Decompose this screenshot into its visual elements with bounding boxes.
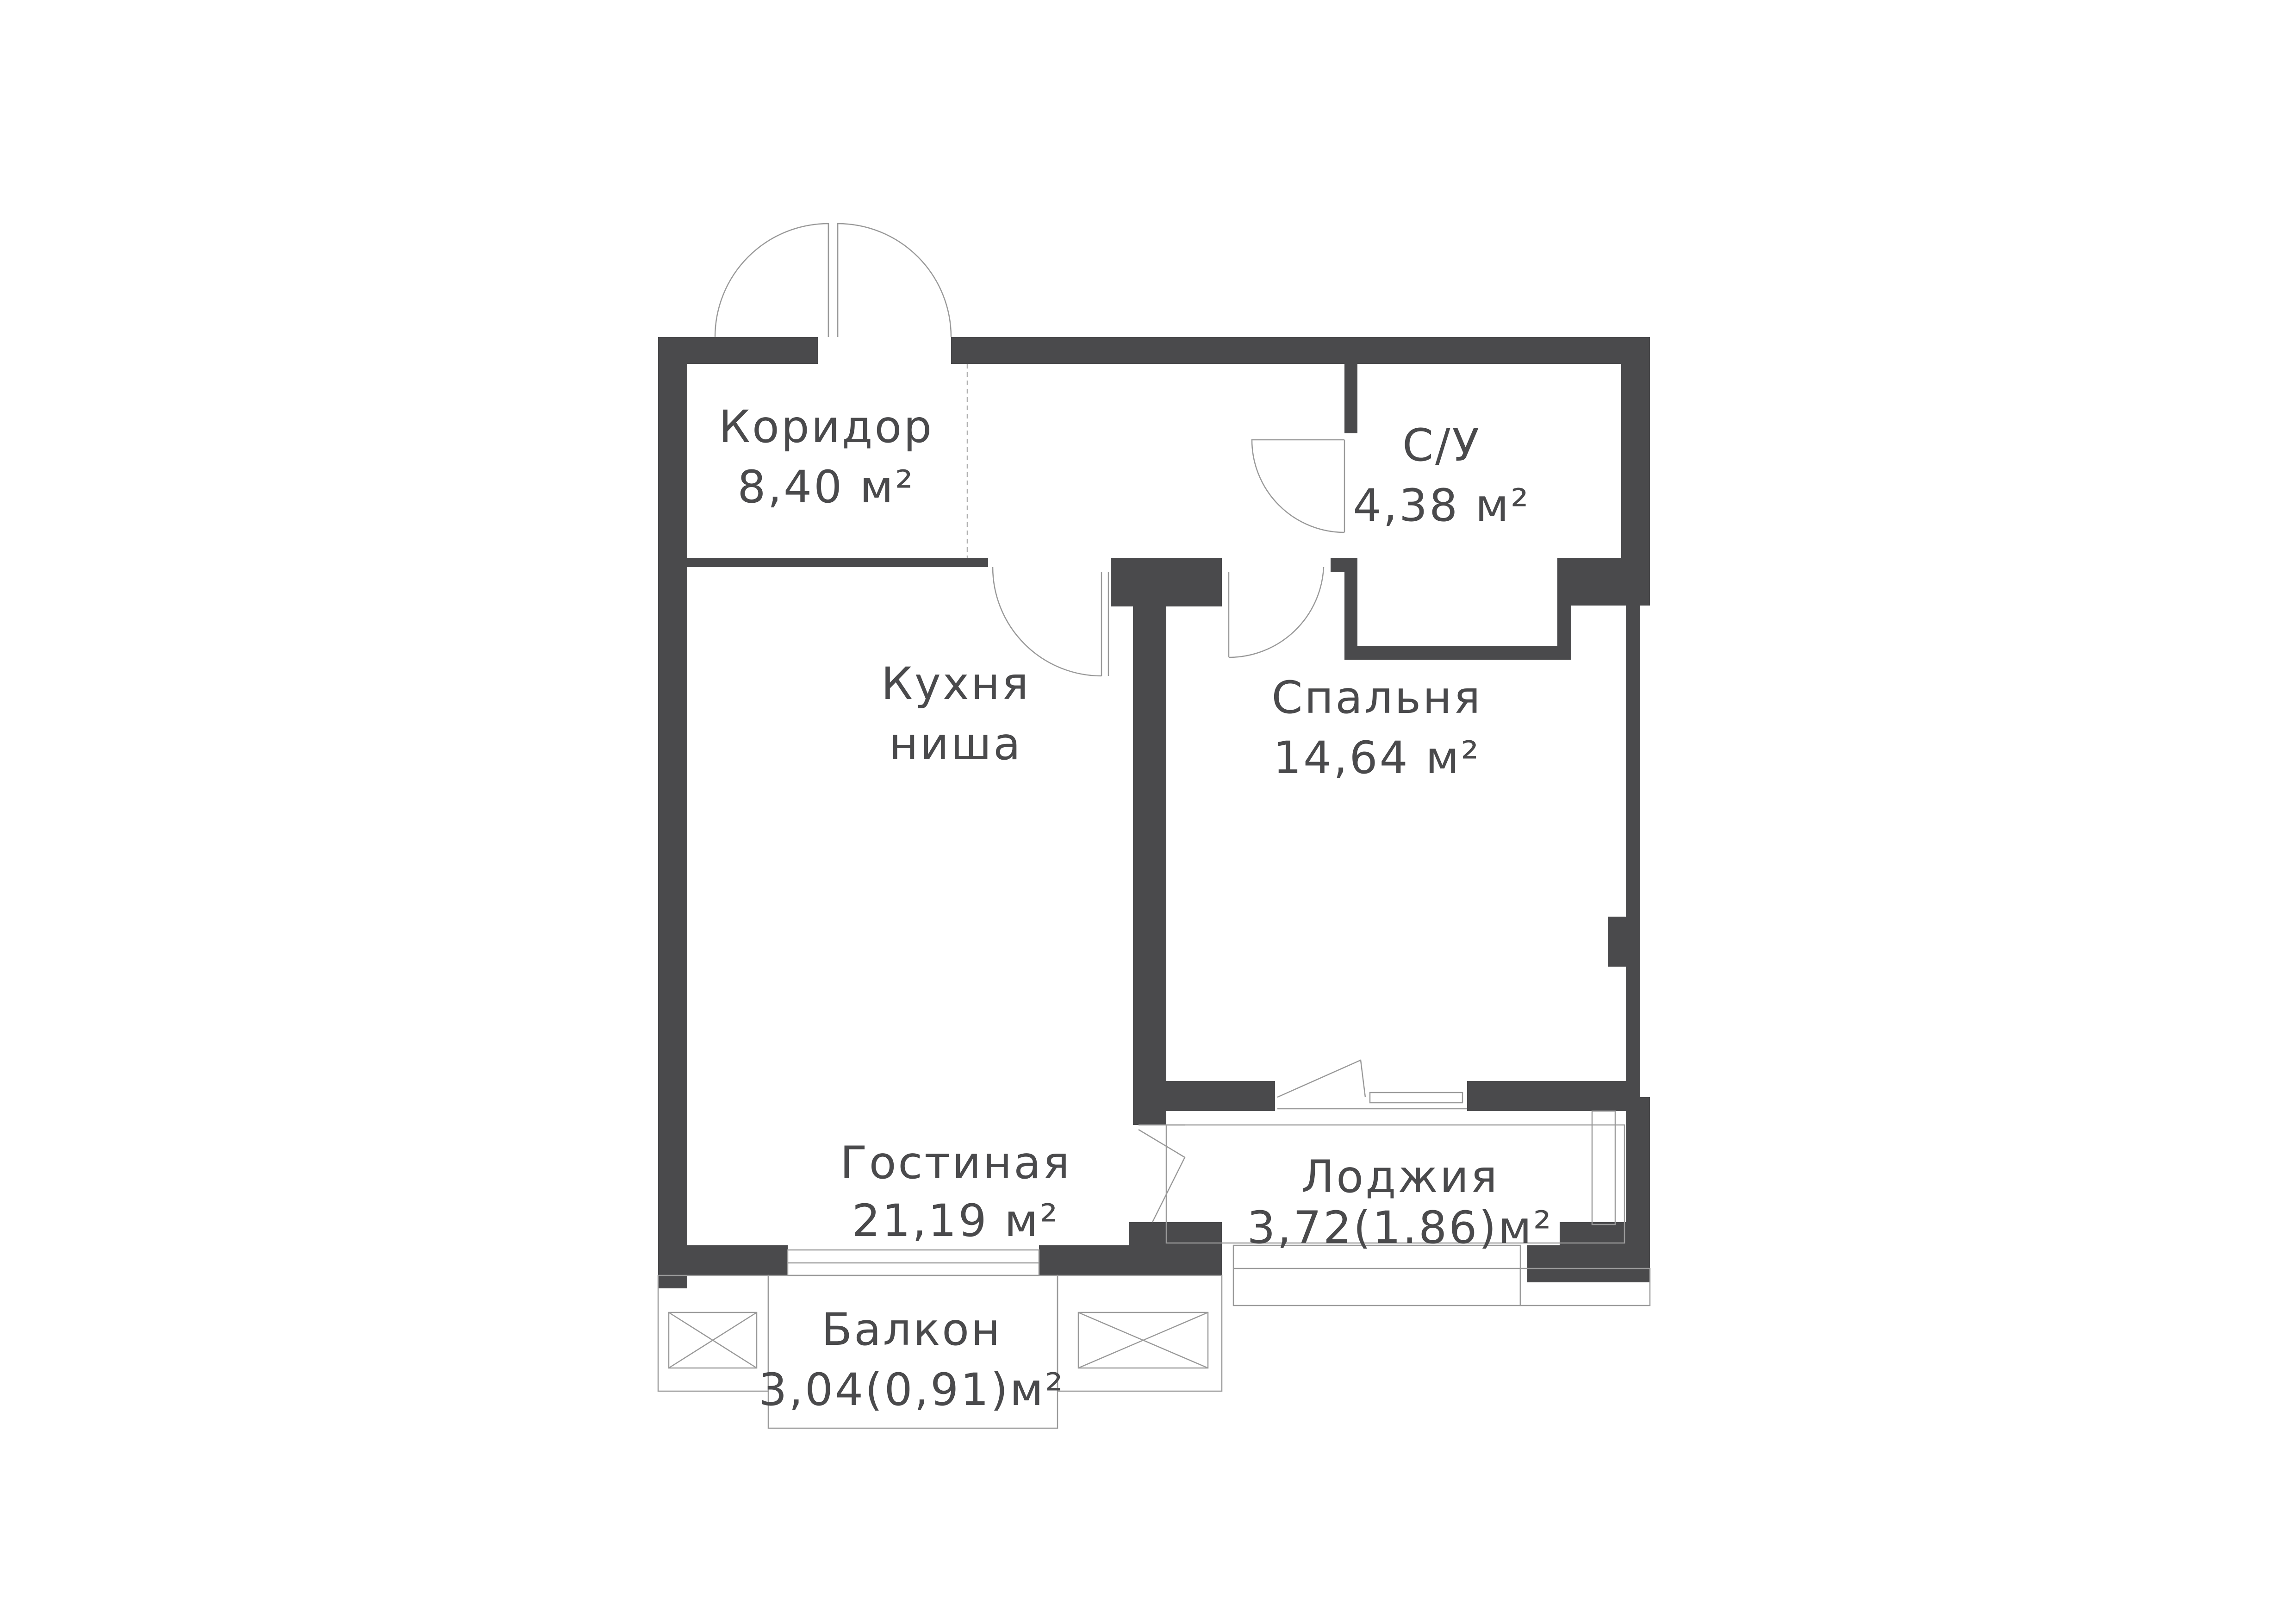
wall-bath-bottom [1344, 646, 1571, 660]
wall-outer-left [658, 337, 687, 1288]
balcony-right-box [1077, 1312, 1209, 1369]
living-name: Гостиная [840, 1137, 1071, 1189]
loggia-door [1277, 1059, 1366, 1098]
living-loggia-door [1138, 1129, 1186, 1223]
kitchen-door-swing [992, 567, 1102, 677]
balcony-right-box-x2 [1078, 1312, 1208, 1369]
loggia-name: Лоджия [1301, 1151, 1499, 1203]
room-labels: Коридор 8,40 м² С/У 4,38 м² Кухня ниша С… [719, 401, 1553, 1416]
balcony-name: Балкон [821, 1304, 1002, 1355]
kitchen-name: Кухня [881, 658, 1030, 710]
bedroom-name: Спальня [1271, 672, 1482, 724]
bedroom-area: 14,64 м² [1273, 732, 1481, 784]
bathroom-name: С/У [1402, 419, 1481, 471]
balcony-right-planter [1057, 1274, 1223, 1392]
wall-bath-left-lower [1344, 558, 1357, 657]
wall-outer-right-middle [1626, 602, 1640, 1102]
balcony-left-box-x2 [668, 1312, 757, 1369]
wall-bedroom-left [1133, 595, 1166, 1125]
bathroom-door-swing [1251, 439, 1345, 533]
loggia-outline [1165, 1124, 1625, 1244]
balcony-area: 3,04(0,91)м² [759, 1364, 1064, 1416]
wall-living-right-stub [1129, 1222, 1222, 1275]
loggia-right-ledge [1519, 1268, 1651, 1306]
entry-door-right-leaf [837, 223, 952, 337]
doors-windows [657, 223, 1651, 1429]
wall-bath-corner [1557, 558, 1650, 606]
wall-corridor-partition [687, 558, 988, 567]
wall-top-left [658, 337, 818, 364]
balcony-left-planter [657, 1274, 769, 1392]
wall-right-bottom-corner [1527, 1245, 1650, 1282]
loggia-area: 3,72(1.86)м² [1247, 1202, 1553, 1254]
wall-right-bottom-step [1560, 1222, 1627, 1250]
loggia-glazing [1232, 1244, 1521, 1306]
loggia-side-wall [1591, 1110, 1616, 1225]
living-area: 21,19 м² [852, 1195, 1059, 1247]
balcony-left-box [668, 1312, 758, 1369]
bathroom-area: 4,38 м² [1353, 480, 1530, 531]
loggia-window-frame [1369, 1092, 1463, 1104]
walls [658, 337, 1650, 1288]
wall-living-bottom-left [658, 1245, 788, 1275]
wall-bedroom-bottom-right [1467, 1081, 1626, 1111]
kitchen-note: ниша [889, 718, 1022, 770]
wall-bedroom-top-left [1111, 558, 1124, 595]
entry-door-left-leaf [714, 223, 829, 337]
corridor-area: 8,40 м² [737, 461, 915, 513]
wall-bedroom-bottom-left [1166, 1081, 1275, 1111]
wall-right-column [1608, 917, 1640, 967]
wall-bath-left-top [1344, 364, 1357, 433]
bedroom-door-swing [1228, 567, 1325, 658]
wall-top-right [951, 337, 1650, 364]
corridor-name: Коридор [719, 401, 933, 453]
